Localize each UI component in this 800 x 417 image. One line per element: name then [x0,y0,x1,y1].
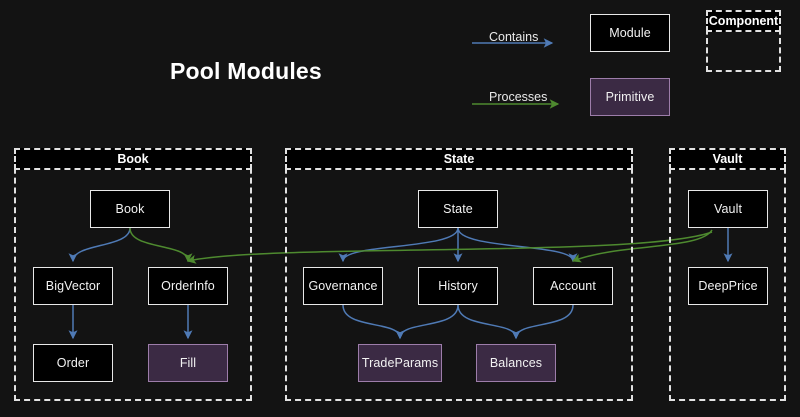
group-book-label: Book [117,151,149,166]
node-account-label: Account [550,278,596,293]
node-deepprice-label: DeepPrice [698,278,758,293]
node-fill[interactable]: Fill [148,344,228,382]
node-deepprice[interactable]: DeepPrice [688,267,768,305]
legend-component-header: Component [706,10,781,32]
legend-primitive-box: Primitive [590,78,670,116]
node-bigvector-label: BigVector [45,278,101,293]
page-title: Pool Modules [170,58,322,84]
legend-primitive-label: Primitive [605,89,655,104]
group-vault-label: Vault [712,151,743,166]
node-bigvector[interactable]: BigVector [33,267,113,305]
node-governance-label: Governance [308,278,378,293]
group-state-label: State [443,151,475,166]
node-vault-label: Vault [713,201,743,216]
node-history-label: History [438,278,478,293]
node-history[interactable]: History [418,267,498,305]
legend-component-label: Component [708,13,779,28]
node-orderinfo[interactable]: OrderInfo [148,267,228,305]
node-order[interactable]: Order [33,344,113,382]
group-state-header: State [285,148,633,170]
node-fill-label: Fill [179,355,197,370]
legend-processes-label: Processes [489,90,548,104]
group-vault-header: Vault [669,148,786,170]
node-state-label: State [443,201,473,216]
node-vault[interactable]: Vault [688,190,768,228]
node-order-label: Order [56,355,90,370]
node-orderinfo-label: OrderInfo [161,278,215,293]
node-tradeparams[interactable]: TradeParams [358,344,442,382]
node-account[interactable]: Account [533,267,613,305]
node-state[interactable]: State [418,190,498,228]
legend-module-label: Module [609,25,651,40]
legend-contains-label: Contains [489,30,539,44]
node-book-label: Book [115,201,145,216]
node-balances-label: Balances [489,355,543,370]
node-governance[interactable]: Governance [303,267,383,305]
group-book-header: Book [14,148,252,170]
node-book[interactable]: Book [90,190,170,228]
legend-module-box: Module [590,14,670,52]
node-tradeparams-label: TradeParams [361,355,439,370]
node-balances[interactable]: Balances [476,344,556,382]
